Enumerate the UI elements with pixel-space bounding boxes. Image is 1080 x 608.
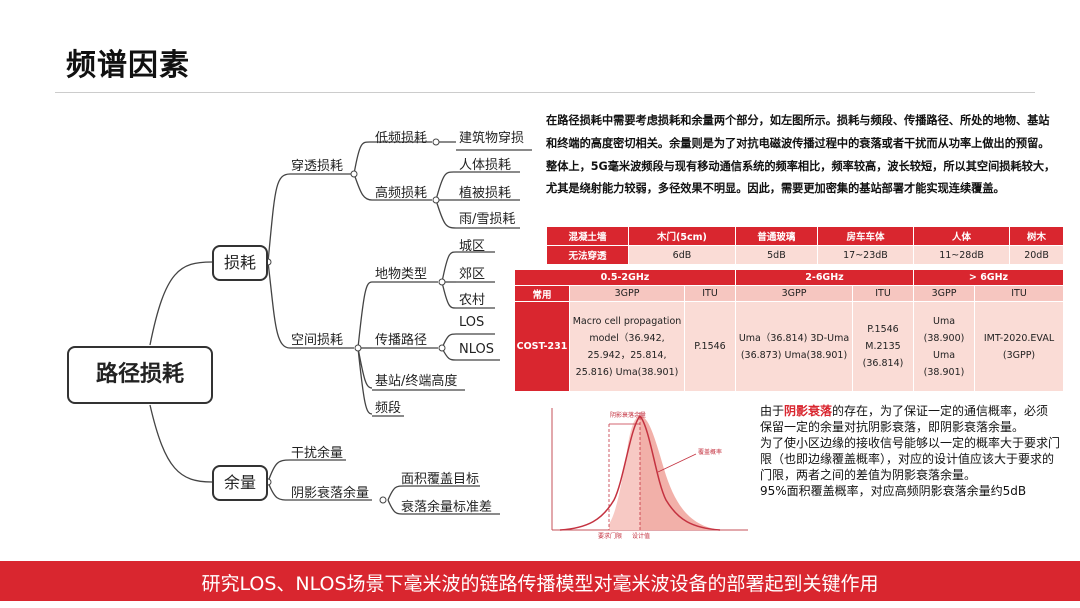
subheader-cell: 3GPP [735, 285, 853, 302]
curve-label-design: 设计值 [632, 532, 650, 540]
node-interference-margin: 干扰余量 [291, 446, 344, 461]
node-antenna-height: 基站/终端高度 [375, 374, 458, 389]
curve-label-requirement: 要求门限 [598, 532, 622, 540]
table-row: 无法穿透 6dB 5dB 17~23dB 11~28dB 20dB [545, 245, 1064, 265]
band-header: > 6GHz [913, 269, 1064, 286]
penetration-loss-table: 混凝土墙 木门(5cm) 普通玻璃 房车车体 人体 树木 无法穿透 6dB 5d… [545, 226, 1064, 265]
table-cell: P.1546 [684, 301, 736, 392]
node-building-loss: 建筑物穿损 [459, 131, 525, 146]
coverage-pointer [657, 453, 697, 473]
curve-label-margin: 阴影衰落余量 [610, 411, 646, 419]
table-subheader-row: 常用 3GPP ITU 3GPP ITU 3GPP ITU [514, 285, 1064, 302]
node-frequency-band: 频段 [375, 401, 402, 416]
table-header-cell: 普通玻璃 [734, 226, 818, 246]
table-cell: 17~23dB [816, 245, 915, 265]
shadow-p1-post: 的存在，为了保证一定的通信概率，必须保留一定的余量对抗阴影衰落，即阴影衰落余量。 [760, 404, 1049, 434]
table-cell: Uma（36.814) 3D-Uma (36.873) Uma(38.901) [735, 301, 853, 392]
table-header-row: 混凝土墙 木门(5cm) 普通玻璃 房车车体 人体 树木 [545, 226, 1064, 246]
table-cell: 6dB [628, 245, 736, 265]
node-loss: 损耗 [212, 245, 268, 281]
shadow-paragraph-2: 为了使小区边缘的接收信号能够以一定的概率大于要求门限（也即边缘覆盖概率），对应的… [760, 436, 1061, 482]
node-low-freq-loss: 低频损耗 [375, 131, 428, 146]
distribution-curve [559, 414, 721, 531]
table-header-cell: 混凝土墙 [545, 226, 630, 246]
title-divider [55, 92, 1035, 93]
shadow-paragraph-1: 由于阴影衰落的存在，为了保证一定的通信概率，必须保留一定的余量对抗阴影衰落，即阴… [760, 403, 1060, 435]
table-cell: 5dB [734, 245, 818, 265]
node-propagation-path: 传播路径 [375, 333, 428, 348]
table-row: COST-231 Macro cell propagation model（36… [514, 301, 1064, 392]
corner-cell: 常用 [514, 285, 570, 302]
table-cell: Uma (38.900) Uma (38.901) [913, 301, 975, 392]
table-header-cell: 木门(5cm) [628, 226, 736, 246]
node-los: LOS [459, 315, 485, 330]
band-header: 0.5-2GHz [514, 269, 736, 286]
node-fading-std: 衰落余量标准差 [401, 500, 493, 515]
row-label-cell: COST-231 [514, 301, 570, 392]
subheader-cell: 3GPP [913, 285, 975, 302]
node-urban: 城区 [459, 239, 486, 254]
margin-area [609, 416, 640, 530]
node-shadow-margin: 阴影衰落余量 [291, 486, 370, 501]
shadow-fading-figure: 阴影衰落余量 覆盖概率 要求门限 设计值 [551, 408, 748, 540]
table-cell: 11~28dB [912, 245, 1011, 265]
node-vegetation-loss: 植被损耗 [459, 186, 512, 201]
node-area-coverage-target: 面积覆盖目标 [401, 472, 480, 487]
page-title: 频谱因素 [66, 48, 190, 83]
table-cell: 20dB [1009, 245, 1064, 265]
table-cell: Macro cell propagation model（36.942, 25.… [569, 301, 685, 392]
node-margin: 余量 [212, 465, 268, 501]
node-nlos: NLOS [459, 342, 494, 357]
node-space-loss: 空间损耗 [291, 333, 344, 348]
node-suburban: 郊区 [459, 267, 486, 282]
mindmap-root: 路径损耗 [67, 346, 213, 404]
subheader-cell: 3GPP [569, 285, 685, 302]
shadow-paragraph-3: 95%面积覆盖概率，对应高频阴影衰落余量约5dB [760, 484, 1027, 498]
coverage-area [640, 416, 720, 530]
shadow-highlight: 阴影衰落 [784, 404, 833, 418]
node-high-freq-loss: 高频损耗 [375, 186, 428, 201]
subheader-cell: ITU [684, 285, 736, 302]
curve-label-coverage: 覆盖概率 [698, 448, 722, 456]
node-rain-loss: 雨/雪损耗 [459, 212, 516, 227]
table-header-cell: 树木 [1009, 226, 1064, 246]
node-penetration-loss: 穿透损耗 [291, 159, 344, 174]
mindmap-connectors [149, 138, 532, 515]
table-header-cell: 房车车体 [816, 226, 915, 246]
subheader-cell: ITU [852, 285, 914, 302]
shadow-p1-pre: 由于 [760, 404, 785, 418]
table-cell: P.1546 M.2135 (36.814) [852, 301, 914, 392]
node-terrain-type: 地物类型 [375, 267, 428, 282]
shadow-fading-text: 由于阴影衰落的存在，为了保证一定的通信概率，必须保留一定的余量对抗阴影衰落，即阴… [760, 403, 1060, 499]
node-rural: 农村 [459, 293, 486, 308]
band-header: 2-6GHz [735, 269, 914, 286]
table-cell: 无法穿透 [545, 245, 630, 265]
table-header-cell: 人体 [912, 226, 1011, 246]
subheader-cell: ITU [974, 285, 1064, 302]
node-body-loss: 人体损耗 [459, 158, 512, 173]
description-text: 在路径损耗中需要考虑损耗和余量两个部分，如左图所示。损耗与频段、传播路径、所处的… [546, 114, 1056, 196]
footer-banner [0, 561, 1080, 601]
table-band-row: 0.5-2GHz 2-6GHz > 6GHz [514, 269, 1064, 286]
table-cell: IMT-2020.EVAL (3GPP) [974, 301, 1064, 392]
footer-text: 研究LOS、NLOS场景下毫米波的链路传播模型对毫米波设备的部署起到关键作用 [201, 573, 879, 595]
propagation-models-table: 0.5-2GHz 2-6GHz > 6GHz 常用 3GPP ITU 3GPP … [514, 269, 1064, 392]
